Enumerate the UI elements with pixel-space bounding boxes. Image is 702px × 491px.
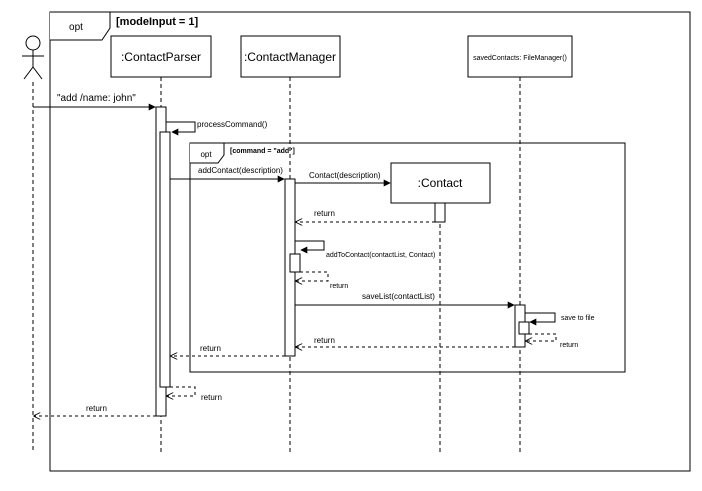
return-to-user-label: return xyxy=(86,404,107,413)
return-save-to-file-label: return xyxy=(560,342,578,349)
participant-contact-parser: :ContactParser xyxy=(110,35,212,78)
save-list-label: saveList(contactList) xyxy=(362,292,435,301)
participant-contact-manager: :ContactManager xyxy=(240,35,341,78)
participant-file-manager: savedContacts: FileManager() xyxy=(467,35,573,78)
user-actor-icon xyxy=(22,35,44,80)
add-to-contact-arrow xyxy=(295,240,325,254)
inner-frame-operator: opt xyxy=(200,150,212,159)
contact-manager-nested-activation xyxy=(289,253,301,273)
contact-activation xyxy=(434,202,446,223)
inner-opt-frame: opt [command = "add"] xyxy=(189,142,626,373)
add-contact-label: addContact(description) xyxy=(198,166,283,175)
return-add-contact-label: return xyxy=(200,344,221,353)
contact-label: :Contact xyxy=(418,176,463,190)
save-to-file-label: save to file xyxy=(561,315,595,322)
file-manager-nested-activation xyxy=(518,321,530,335)
participant-contact: :Contact xyxy=(390,162,491,204)
file-manager-label: savedContacts: FileManager() xyxy=(473,55,567,62)
contact-parser-label: :ContactParser xyxy=(121,50,201,64)
contact-ctor-label: Contact(description) xyxy=(309,171,381,180)
process-command-label: processCommand() xyxy=(197,120,268,129)
return-add-to-contact-arrow xyxy=(296,271,329,281)
return-contact-label: return xyxy=(314,209,335,218)
outer-frame-guard: [modeInput = 1] xyxy=(116,16,199,28)
contact-manager-label: :ContactManager xyxy=(244,50,336,64)
add-to-contact-label: addToContact(contactList, Contact) xyxy=(326,252,435,259)
inner-frame-guard: [command = "add"] xyxy=(230,148,295,155)
return-save-to-file-arrow xyxy=(526,333,557,341)
return-save-list-label: return xyxy=(314,336,335,345)
return-process-command-arrow xyxy=(167,386,196,396)
save-to-file-arrow xyxy=(525,312,556,326)
return-process-command-label: return xyxy=(201,393,222,402)
process-command-arrow xyxy=(166,121,196,136)
user-input-label: "add /name: john" xyxy=(57,93,136,104)
return-add-to-contact-label: return xyxy=(330,283,348,290)
outer-frame-operator: opt xyxy=(69,22,83,33)
outer-opt-frame: opt [modeInput = 1] xyxy=(49,11,691,472)
contact-parser-nested-activation xyxy=(159,131,171,388)
